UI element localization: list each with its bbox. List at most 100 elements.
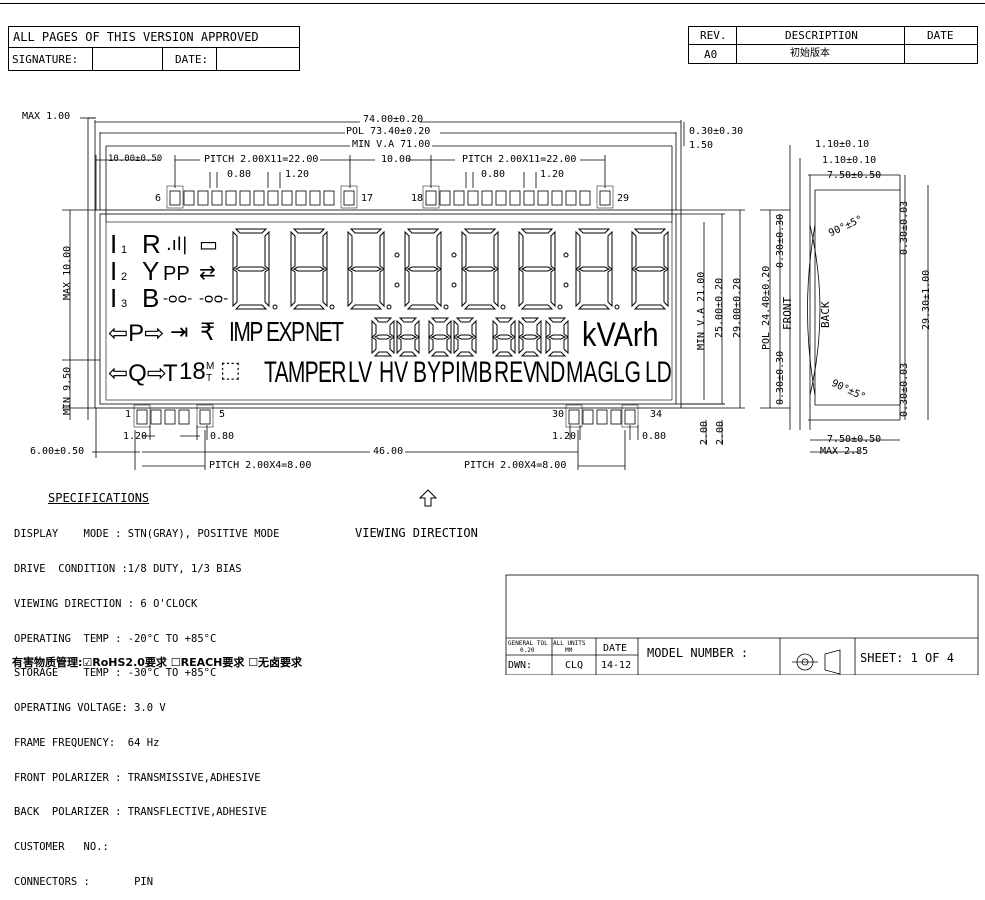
dim-pin-g-b: 1.20 [540, 169, 565, 180]
lcd-segments [232, 228, 669, 357]
revision-table [688, 26, 978, 64]
lcd-rev: REV [494, 356, 538, 389]
dim-right-29: 29.00±0.20 [732, 277, 743, 338]
dim-bot-120b: 1.20 [552, 431, 577, 442]
big-digit-1 [232, 228, 270, 310]
spec-line: FRONT POLARIZER : TRANSMISSIVE,ADHESIVE [14, 771, 261, 784]
lcd-nd: ND [535, 356, 566, 389]
decimal-point [329, 304, 335, 310]
dim-mid-gap: 10.00 [381, 154, 412, 165]
top-rule [0, 3, 985, 4]
big-digit-3 [347, 228, 385, 310]
tb-model-label: MODEL NUMBER : [647, 646, 749, 660]
dim-right-va: MIN V.A 21.00 [696, 271, 707, 350]
decimal-point [386, 304, 392, 310]
side-d3: 7.50±0.50 [827, 170, 882, 181]
pin-6-label: 6 [155, 193, 162, 204]
lcd-i1-sub: 1 [121, 244, 128, 256]
dim-pitch-top-b: PITCH 2.00X11=22.00 [462, 154, 577, 165]
approval-box [8, 26, 300, 71]
lcd-hv: HV [379, 356, 409, 389]
exchange-icon: ⇄ [199, 260, 216, 284]
big-digit-4 [404, 228, 442, 310]
dim-bot-080b: 0.80 [642, 431, 667, 442]
side-t1: 0.30±0.30 [775, 213, 786, 268]
signature-label: SIGNATURE: [12, 53, 79, 66]
spec-line: DRIVE CONDITION :1/8 DUTY, 1/3 BIAS [14, 562, 242, 575]
lcd-t-digit: 18 [179, 358, 206, 385]
pin-1-label: 1 [125, 409, 132, 420]
dim-bot-120a: 1.20 [123, 431, 148, 442]
side-back: BACK [819, 301, 832, 329]
tb-sheet: SHEET: 1 OF 4 [860, 651, 954, 665]
colon-dot [394, 252, 400, 258]
pin-17-label: 17 [361, 193, 374, 204]
side-t2: 0.30±0.30 [775, 350, 786, 405]
lcd-i1: I [110, 229, 118, 259]
spec-line: VIEWING DIRECTION : 6 O'CLOCK [14, 597, 198, 610]
spec-line: CUSTOMER NO.: [14, 841, 109, 854]
dim-pin-w-b: 0.80 [481, 169, 506, 180]
login-icon: ⇥ [170, 320, 189, 345]
small-digit-5 [492, 317, 516, 357]
colon-dot [394, 282, 400, 288]
lcd-t: T [163, 360, 178, 387]
ground-icon-2: -ᴑᴑ- [199, 291, 229, 307]
big-digit-6 [518, 228, 556, 310]
dim-max-top: MAX 1.00 [22, 111, 71, 122]
pin-18-label: 18 [411, 193, 424, 204]
dim-off1: 0.30±0.30 [689, 126, 744, 137]
side-t4: 0.30±0.03 [899, 362, 910, 417]
dim-min-left: MIN 9.50 [62, 366, 73, 415]
lcd-m-t: T [206, 373, 213, 384]
dim-pin-w-a: 0.80 [227, 169, 252, 180]
tb-general-tol-val: 0.20 [520, 647, 535, 654]
lcd-ld: LD [645, 356, 672, 389]
small-digit-7 [545, 317, 569, 357]
tb-date-val: 14-12 [601, 660, 632, 671]
ground-icon-1: -ᴑᴑ- [163, 291, 193, 307]
decimal-point [500, 304, 506, 310]
lcd-p: ⇦P⇨ [108, 320, 165, 347]
dim-bot-200b: 2.00 [715, 420, 726, 445]
lcd-imb: IMB [455, 356, 493, 389]
lcd-p-text: P [128, 320, 145, 347]
pin-5-label: 5 [219, 409, 226, 420]
bottom-pins [133, 404, 639, 428]
dim-bot-46: 46.00 [373, 446, 404, 457]
lcd-kvarh: kVArh [582, 316, 659, 354]
dim-pitch-top-a: PITCH 2.00X11=22.00 [204, 154, 319, 165]
big-digit-8 [631, 228, 669, 310]
decimal-point [614, 304, 620, 310]
dim-right-25: 25.00±0.20 [714, 277, 725, 338]
colon-dot [563, 252, 569, 258]
side-d1: 1.10±0.10 [815, 139, 870, 150]
pin-29-label: 29 [617, 193, 630, 204]
dim-bot-080a: 0.80 [210, 431, 235, 442]
lcd-y: Y [142, 256, 160, 286]
lcd-mag: MAG [566, 356, 614, 389]
tb-dwn-val: CLQ [565, 660, 584, 671]
decimal-point [557, 304, 563, 310]
tb-date-label: DATE [603, 643, 628, 654]
small-digit-4 [453, 317, 477, 357]
spec-line: STORAGE TEMP : -30°C TO +85°C [14, 667, 217, 680]
lcd-tamper: TAMPER [264, 356, 346, 389]
side-pol: POL 24.40±0.20 [761, 265, 772, 350]
signal-icon: .ıl| [166, 234, 188, 255]
tb-all-units: ALL UNITS [553, 640, 586, 647]
lcd-b: B [142, 283, 160, 313]
lcd-pp: PP [163, 263, 190, 285]
big-digit-7 [575, 228, 613, 310]
lcd-byp: BYP [413, 356, 456, 389]
viewing-direction-label: VIEWING DIRECTION [355, 526, 478, 540]
pin-34-label: 34 [650, 409, 663, 420]
small-digit-6 [518, 317, 542, 357]
box-icon: ⬚ [220, 358, 241, 383]
colon-dot [563, 282, 569, 288]
side-view [760, 145, 929, 453]
tb-dwn-label: DWN: [508, 660, 533, 671]
tb-general-tol: GENERAL TOL [508, 640, 548, 647]
colon-dot [451, 282, 457, 288]
dim-bot-200a: 2.00 [699, 420, 710, 445]
